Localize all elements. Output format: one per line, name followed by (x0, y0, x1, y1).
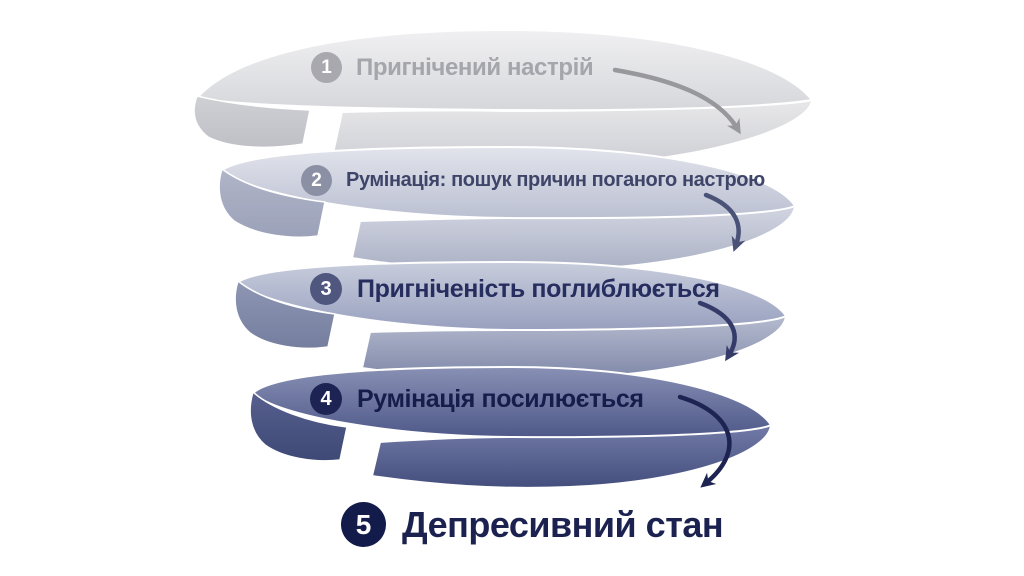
ribbon-band-2 (218, 146, 796, 272)
ribbon-4-top-face (252, 366, 772, 439)
step-2-number-badge: 2 (301, 165, 332, 196)
step-row-1: 1 Пригнічений настрій (311, 52, 594, 83)
ribbon-3-top-face (237, 261, 787, 331)
step-4-label: Румінація посилюється (357, 384, 644, 413)
step-row-3: 3 Пригніченість поглиблюється (310, 273, 720, 305)
curved-arrow-4-icon (677, 394, 732, 488)
ribbon-2-fold (218, 168, 326, 238)
curved-arrow-3-icon (697, 300, 740, 362)
step-row-4: 4 Румінація посилюється (310, 383, 644, 415)
ribbon-1-top-face (196, 29, 813, 112)
step-1-number-badge: 1 (311, 52, 342, 83)
ribbon-3-fold (234, 280, 336, 350)
curved-arrow-1-icon (612, 67, 741, 135)
step-3-label: Пригніченість поглиблюється (357, 274, 720, 303)
step-1-label: Пригнічений настрій (356, 53, 594, 81)
ribbon-1-fold (193, 95, 311, 149)
step-5-label: Депресивний стан (402, 503, 724, 545)
step-3-number-badge: 3 (310, 273, 342, 305)
ribbon-4-fold (249, 391, 348, 462)
step-4-number-badge: 4 (310, 383, 342, 415)
ribbon-band-4 (249, 366, 772, 489)
step-row-5: 5 Депресивний стан (341, 502, 724, 547)
curved-arrow-2-icon (703, 192, 746, 252)
connector-arrows (612, 67, 746, 488)
ribbon-band-3 (234, 261, 787, 380)
ribbon-band-1 (193, 29, 813, 168)
step-5-number-badge: 5 (341, 502, 386, 547)
ribbon-2-top-face (221, 146, 796, 220)
step-2-label: Румінація: пошук причин поганого настрою (346, 169, 765, 191)
step-row-2: 2 Румінація: пошук причин поганого настр… (301, 165, 765, 196)
